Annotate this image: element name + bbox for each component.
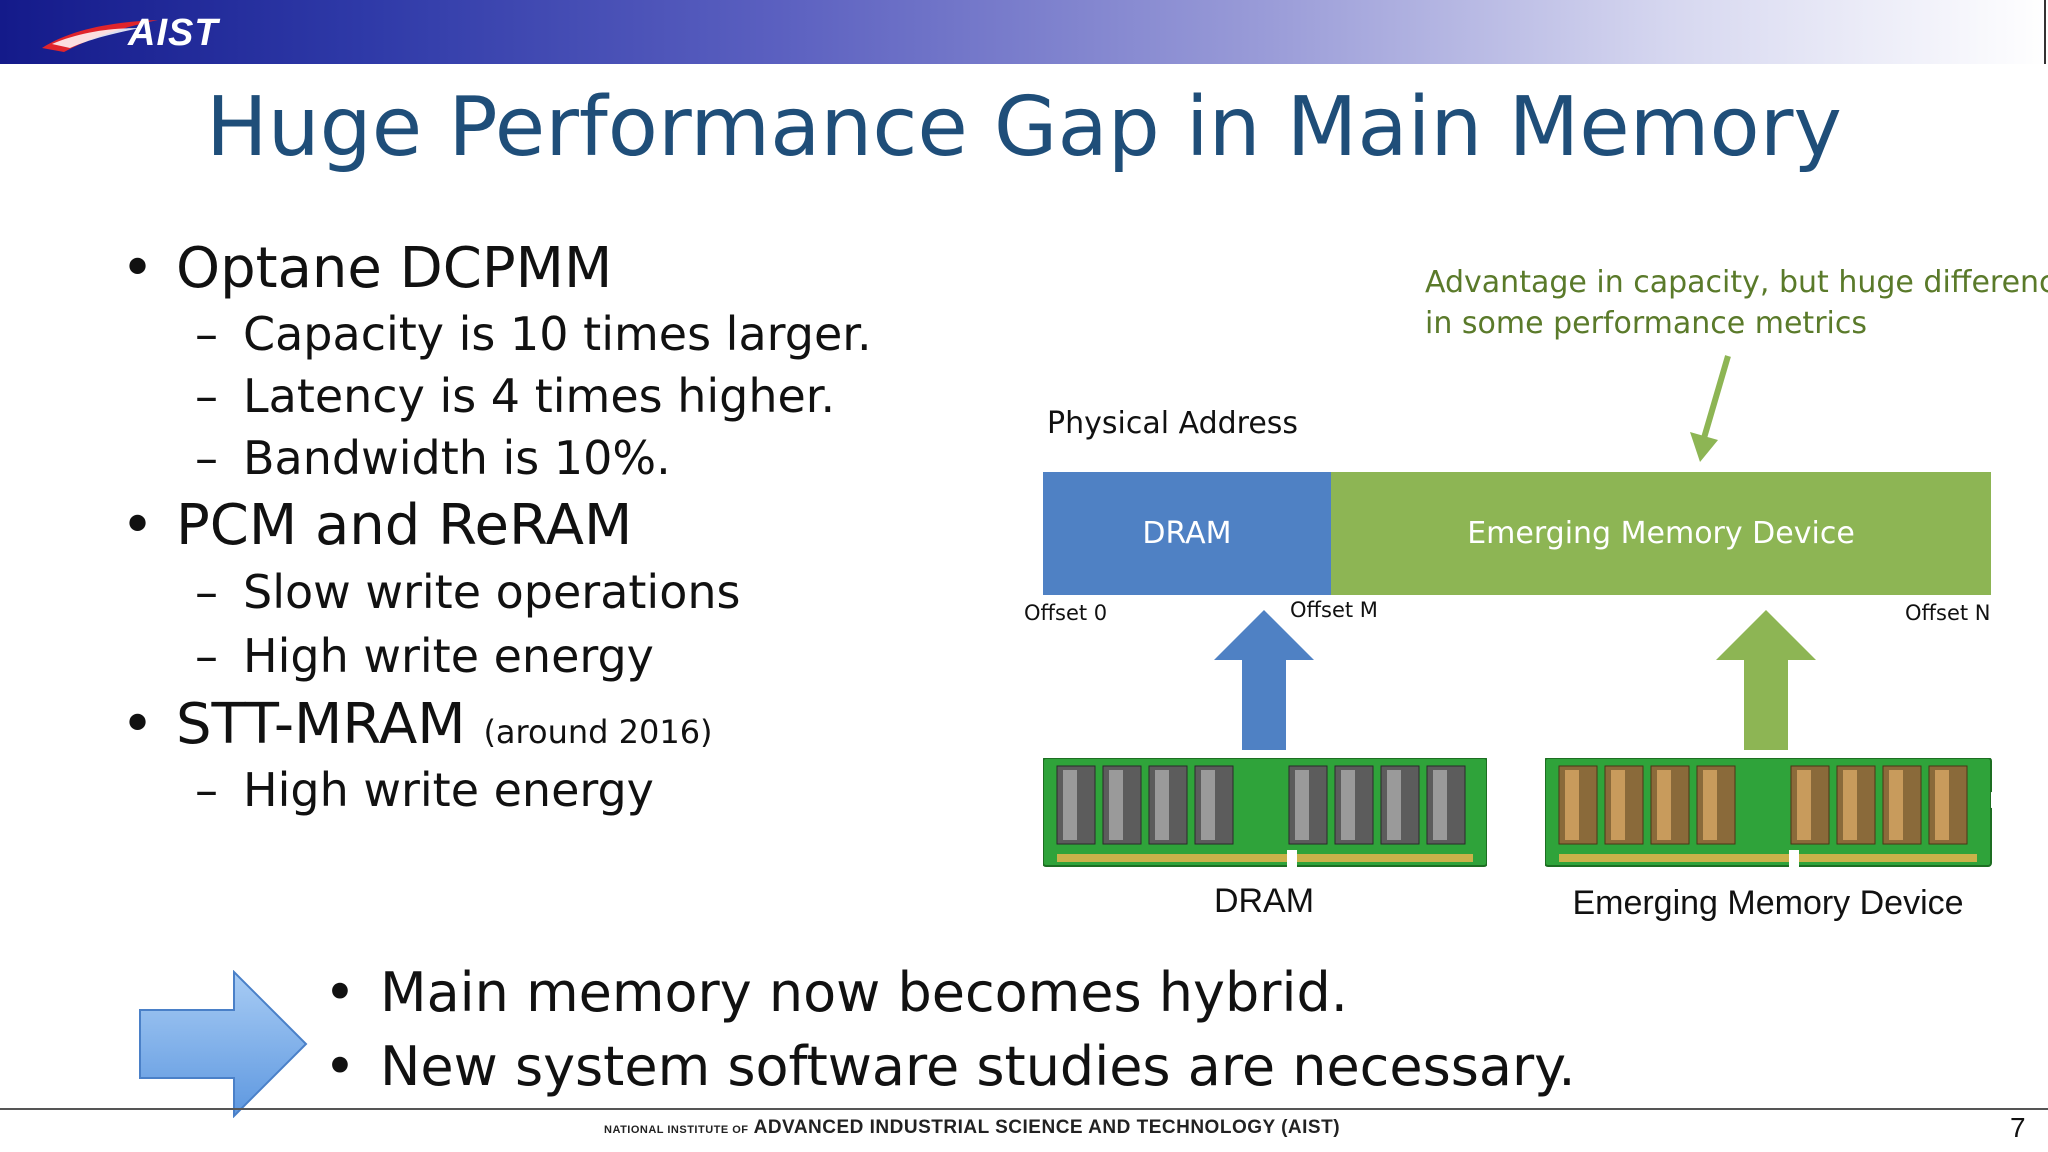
sub-bullet-text: High write energy (243, 763, 654, 817)
sub-bullet: – Capacity is 10 times larger. (195, 306, 872, 362)
sub-bullet: – Latency is 4 times higher. (195, 368, 836, 424)
offset-label: Offset M (1290, 598, 1378, 622)
conclusion-bullet: • New system software studies are necess… (324, 1034, 1576, 1100)
sub-bullet: – High write energy (195, 762, 654, 818)
header-bar (0, 0, 2048, 64)
annotation-arrow-icon (1690, 355, 1731, 462)
annotation-line: in some performance metrics (1425, 306, 1867, 341)
bullet-dot-icon: • (121, 692, 155, 757)
offset-label: Offset N (1905, 601, 1991, 625)
logo-swoosh-icon (42, 20, 158, 52)
footer-suffix: (AIST) (1281, 1117, 1341, 1138)
bullet-note: (around 2016) (483, 713, 713, 751)
conclusion-text: New system software studies are necessar… (380, 1035, 1576, 1098)
bullet-text: PCM and ReRAM (176, 493, 633, 558)
dash-icon: – (195, 629, 218, 683)
sub-bullet: – High write energy (195, 628, 654, 684)
page-number: 7 (2010, 1112, 2026, 1143)
footer-institution: NATIONAL INSTITUTE OF ADVANCED INDUSTRIA… (604, 1117, 1340, 1139)
bullet-dot-icon: • (121, 236, 155, 301)
dash-icon: – (195, 431, 218, 485)
emerging-module-icon (1545, 758, 1993, 870)
annotation-line: Advantage in capacity, but huge differen… (1425, 265, 2048, 300)
bullet-pcm-reram: • PCM and ReRAM (121, 493, 633, 559)
sub-bullet-text: Capacity is 10 times larger. (243, 307, 872, 361)
physical-address-label: Physical Address (1047, 406, 1299, 441)
sub-bullet-text: Bandwidth is 10%. (243, 431, 671, 485)
bullet-dot-icon: • (324, 961, 356, 1024)
aist-logo: AIST (40, 8, 270, 56)
footer-prefix: NATIONAL INSTITUTE OF (604, 1124, 749, 1136)
right-arrow-icon (139, 970, 308, 1118)
sub-bullet: – Slow write operations (195, 564, 741, 620)
footer-name: ADVANCED INDUSTRIAL SCIENCE AND TECHNOLO… (753, 1117, 1276, 1138)
sub-bullet: – Bandwidth is 10%. (195, 430, 671, 486)
up-arrow-green-icon (1716, 610, 1816, 750)
page-title: Huge Performance Gap in Main Memory (206, 80, 1842, 175)
up-arrow-blue-icon (1214, 610, 1314, 750)
footer-divider (0, 1108, 2048, 1110)
conclusion-text: Main memory now becomes hybrid. (380, 961, 1348, 1024)
slide-edge (2044, 0, 2046, 64)
bullet-dot-icon: • (121, 493, 155, 558)
conclusion-bullet: • Main memory now becomes hybrid. (324, 960, 1348, 1026)
bullet-optane: • Optane DCPMM (121, 236, 613, 302)
bullet-dot-icon: • (324, 1035, 356, 1098)
sub-bullet-text: Slow write operations (243, 565, 741, 619)
sub-bullet-text: Latency is 4 times higher. (243, 369, 836, 423)
logo-text: AIST (128, 12, 219, 54)
offset-label: Offset 0 (1024, 601, 1108, 625)
dash-icon: – (195, 565, 218, 619)
bullet-stt-mram: • STT-MRAM (around 2016) (121, 692, 713, 765)
dash-icon: – (195, 369, 218, 423)
dash-icon: – (195, 763, 218, 817)
dash-icon: – (195, 307, 218, 361)
emerging-module-label: Emerging Memory Device (1572, 884, 1964, 922)
annotation-text: Advantage in capacity, but huge differen… (1425, 262, 2048, 344)
emerging-segment: Emerging Memory Device (1331, 472, 1991, 595)
bullet-text: Optane DCPMM (176, 236, 613, 301)
bullet-text: STT-MRAM (176, 692, 466, 757)
sub-bullet-text: High write energy (243, 629, 654, 683)
dram-segment: DRAM (1043, 472, 1331, 595)
dram-module-icon (1043, 758, 1487, 870)
dram-module-label: DRAM (1213, 882, 1315, 920)
